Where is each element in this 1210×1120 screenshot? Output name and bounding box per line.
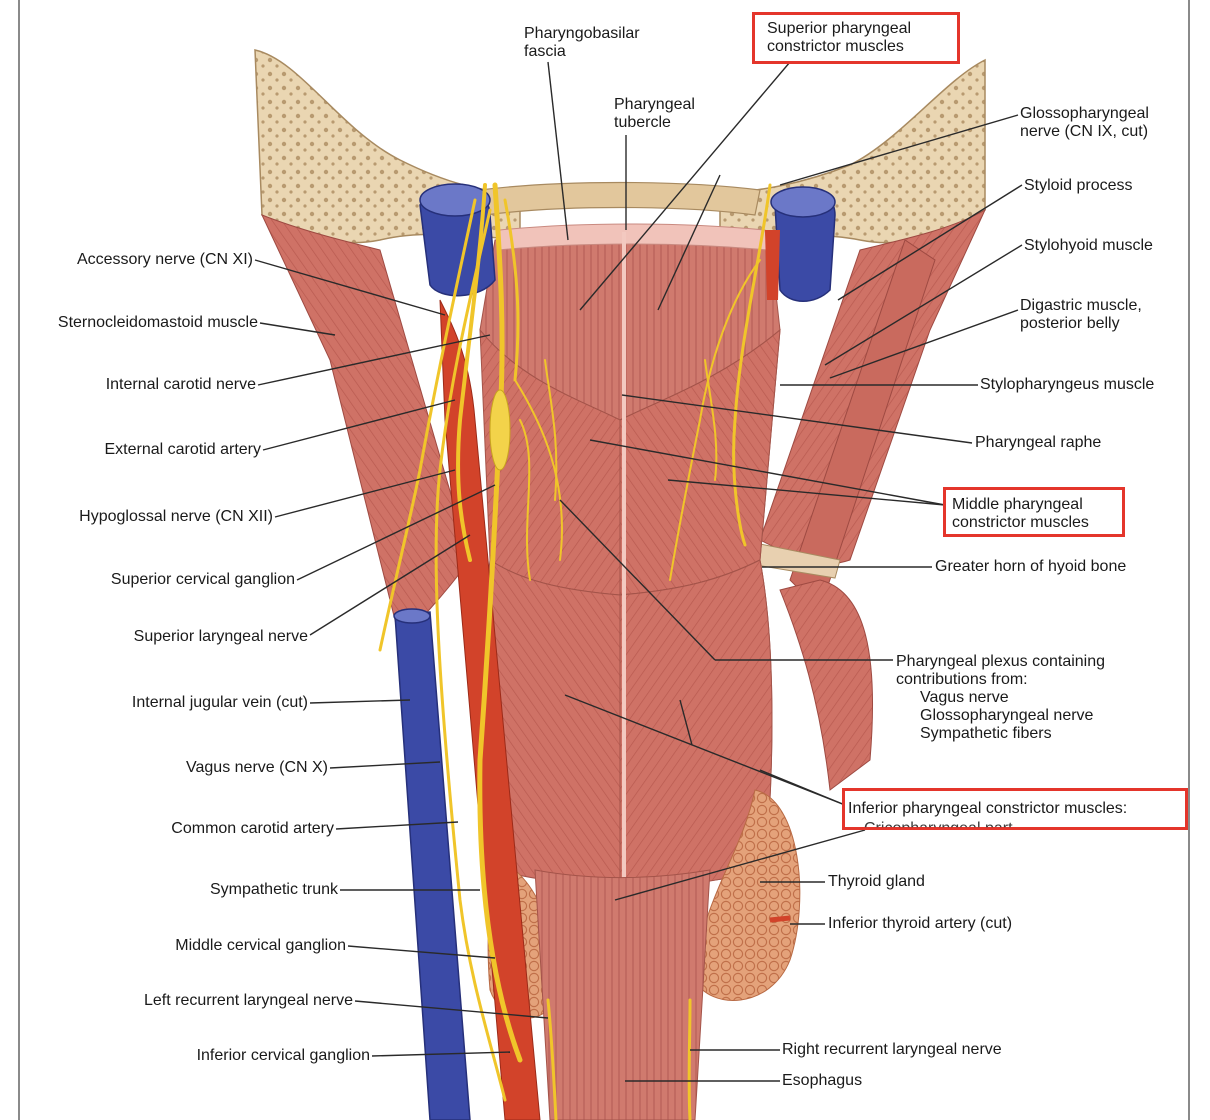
jugular-vein-top-right-cut [770, 186, 836, 218]
label-pharyngeal-tubercle: Pharyngeal tubercle [614, 96, 695, 131]
label-inferior-cervical-ganglion: Inferior cervical ganglion [196, 1047, 370, 1064]
skull-base-right [719, 58, 986, 244]
label-pharyngobasilar-fascia: Pharyngobasilar fascia [524, 25, 640, 60]
highlight-box-middle-constrictor [943, 487, 1125, 537]
plexus-item-vagus: Vagus nerve [920, 689, 1009, 706]
label-hypoglossal-nerve: Hypoglossal nerve (CN XII) [79, 508, 273, 525]
label-thyroid-gland: Thyroid gland [828, 873, 925, 890]
internal-carotid-right [765, 230, 780, 300]
label-accessory-nerve: Accessory nerve (CN XI) [76, 251, 253, 268]
label-pharyngeal-plexus: Pharyngeal plexus containing contributio… [896, 653, 1106, 742]
pharyngeal-tubercle-bone [479, 181, 761, 216]
left-frame-border [18, 0, 20, 1120]
label-cricopharyngeal-part: Cricopharyngeal part [864, 820, 1013, 837]
inferior-thyroid-artery [769, 915, 791, 923]
label-inferior-thyroid-artery: Inferior thyroid artery (cut) [828, 915, 1013, 932]
label-superior-pharyngeal-constrictor: Superior pharyngeal constrictor muscles [767, 20, 912, 55]
label-internal-jugular-vein: Internal jugular vein (cut) [131, 694, 308, 711]
label-greater-horn-hyoid: Greater horn of hyoid bone [935, 558, 1127, 575]
label-superior-laryngeal-nerve: Superior laryngeal nerve [133, 628, 308, 645]
right-frame-border [1188, 0, 1190, 1120]
label-right-recurrent-laryngeal-nerve: Right recurrent laryngeal nerve [782, 1041, 1002, 1058]
label-external-carotid-artery: External carotid artery [104, 441, 261, 458]
highlight-box-superior-constrictor [752, 12, 960, 64]
label-superior-cervical-ganglion: Superior cervical ganglion [110, 571, 295, 588]
label-digastric-muscle: Digastric muscle, posterior belly [1020, 297, 1142, 332]
label-sternocleidomastoid: Sternocleidomastoid muscle [57, 314, 258, 331]
label-stylohyoid-muscle: Stylohyoid muscle [1024, 237, 1153, 254]
plexus-item-glossopharyngeal: Glossopharyngeal nerve [920, 707, 1094, 724]
label-internal-carotid-nerve: Internal carotid nerve [105, 376, 256, 393]
plexus-item-sympathetic: Sympathetic fibers [920, 725, 1052, 742]
label-left-recurrent-laryngeal-nerve: Left recurrent laryngeal nerve [144, 992, 353, 1009]
label-vagus-nerve: Vagus nerve (CN X) [186, 759, 328, 776]
label-middle-pharyngeal-constrictor: Middle pharyngeal constrictor muscles [952, 496, 1089, 531]
label-styloid-process: Styloid process [1024, 177, 1133, 194]
label-common-carotid-artery: Common carotid artery [171, 820, 334, 837]
thyroid-right-lobe [694, 789, 801, 1001]
leader-lines [254, 61, 1023, 1082]
esophagus [534, 869, 711, 1120]
nerves [378, 182, 772, 1120]
jugular-vein-top-left-cut [419, 183, 491, 217]
superior-cervical-ganglion [489, 389, 511, 471]
right-lower-muscle [779, 579, 873, 791]
label-esophagus: Esophagus [782, 1072, 863, 1089]
highlight-box-inferior-constrictor [842, 788, 1188, 830]
label-stylopharyngeus-muscle: Stylopharyngeus muscle [980, 376, 1155, 393]
label-pharyngeal-raphe: Pharyngeal raphe [975, 434, 1102, 451]
label-inferior-pharyngeal-constrictor: Inferior pharyngeal constrictor muscles: [848, 800, 1128, 817]
internal-jugular-vein [394, 611, 471, 1120]
label-middle-cervical-ganglion: Middle cervical ganglion [175, 937, 346, 954]
label-glossopharyngeal-nerve: Glossopharyngeal nerve (CN IX, cut) [1020, 105, 1149, 140]
label-sympathetic-trunk: Sympathetic trunk [209, 881, 338, 898]
internal-jugular-vein-cut [393, 608, 431, 624]
